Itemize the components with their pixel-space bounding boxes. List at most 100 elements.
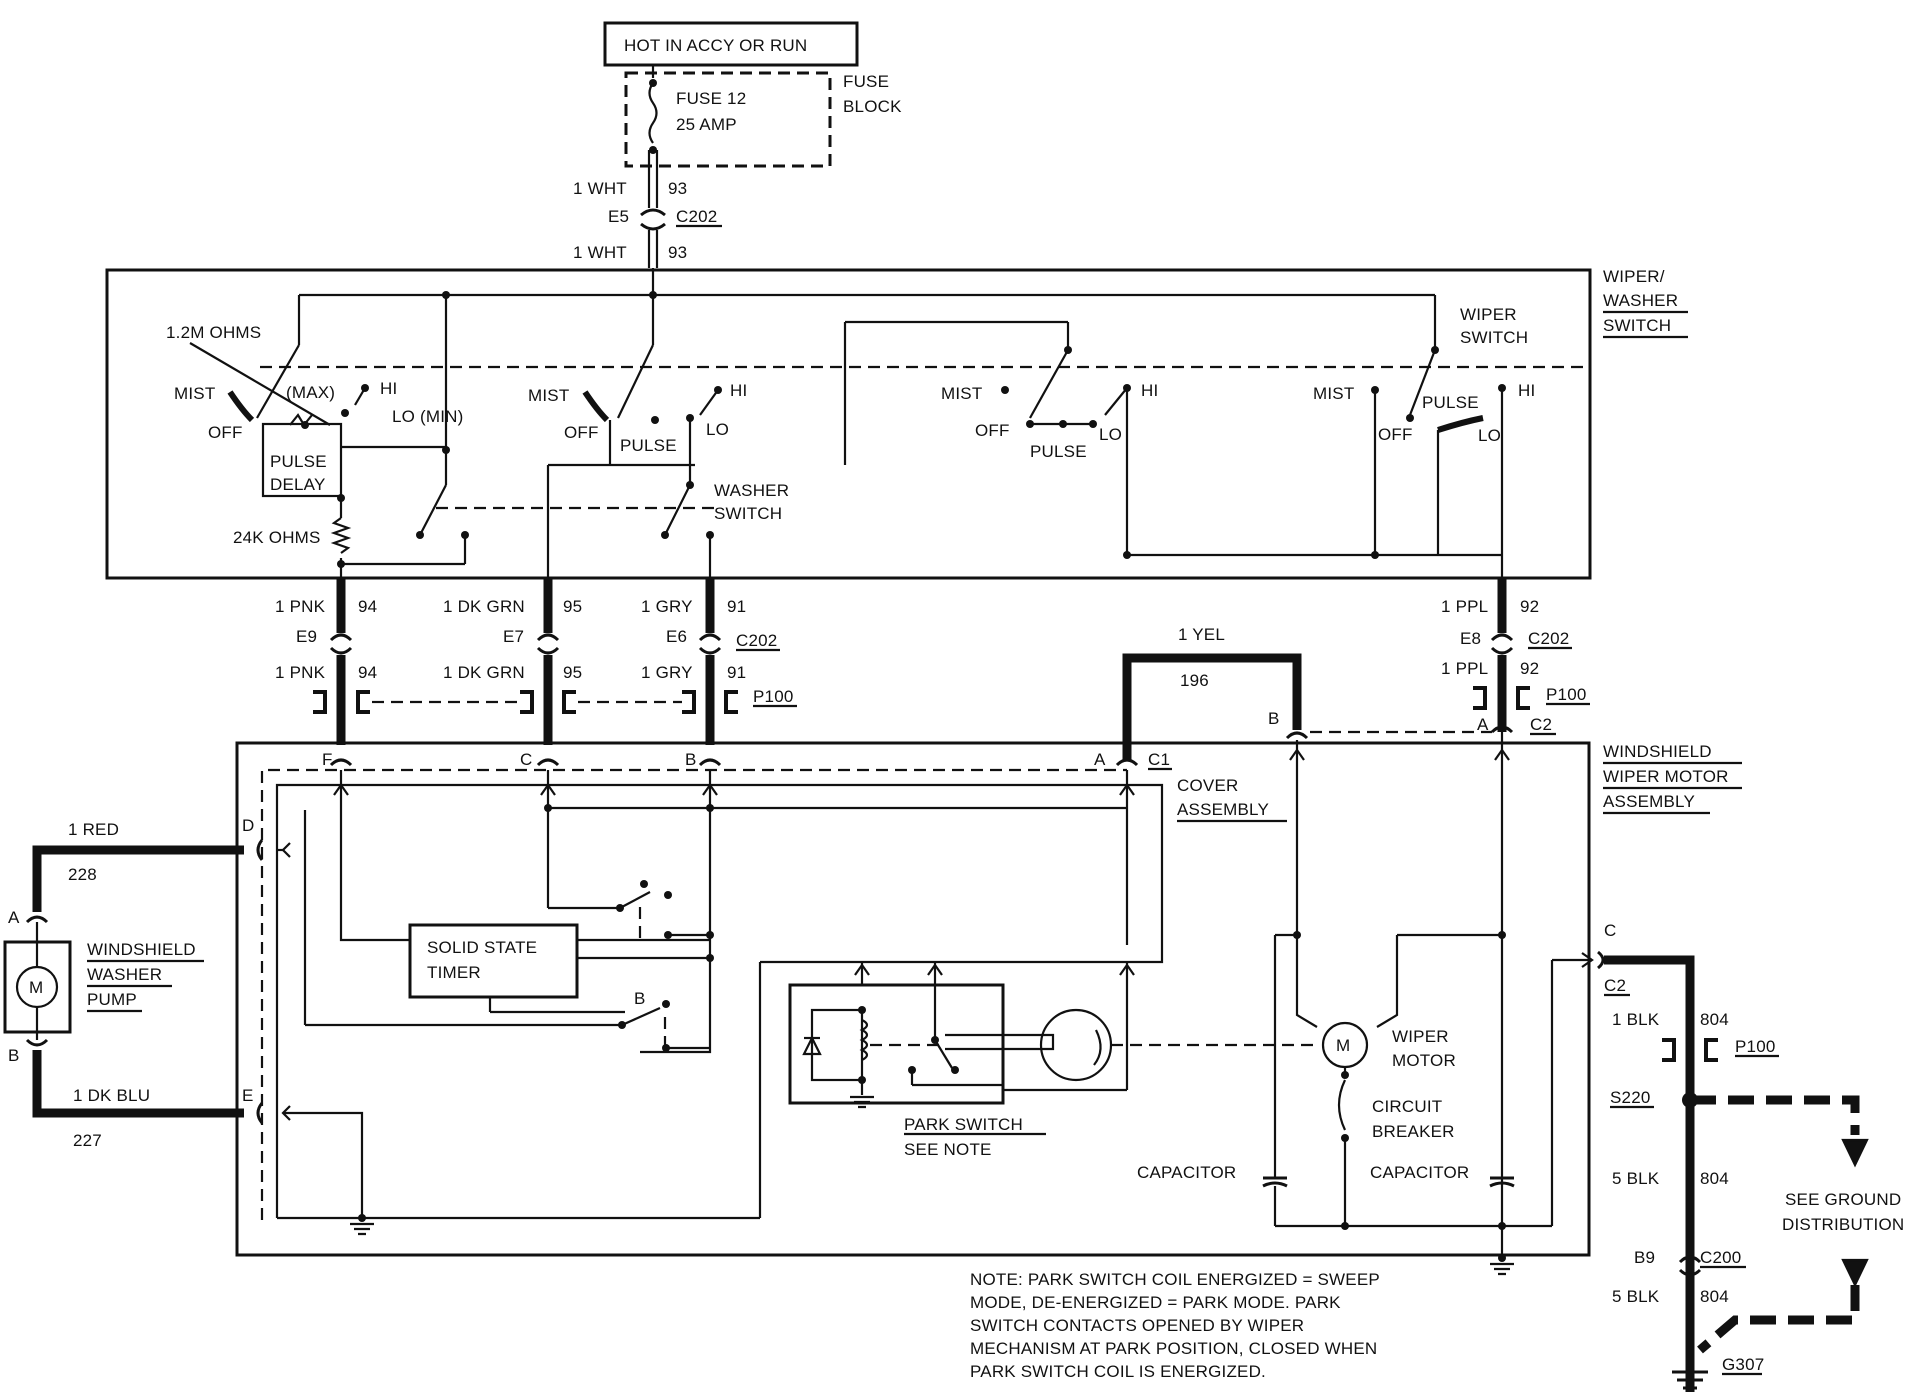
ground-s220: S220 — [1610, 1088, 1651, 1107]
feed-wire-circuit-1: 93 — [668, 179, 687, 198]
pos3-mist: MIST — [941, 384, 982, 403]
fuse-label-2: 25 AMP — [676, 115, 737, 134]
park-switch-label-1: PARK SWITCH — [904, 1115, 1023, 1134]
pnk-color-b: 1 PNK — [275, 663, 326, 682]
note-line-1: NOTE: PARK SWITCH COIL ENERGIZED = SWEEP — [970, 1270, 1380, 1289]
switch-title-2: WASHER — [1603, 291, 1678, 310]
pnk-color-a: 1 PNK — [275, 597, 326, 616]
feed-wire-color-2: 1 WHT — [573, 243, 627, 262]
pin-d: D — [242, 816, 254, 835]
pin-e9: E9 — [296, 627, 317, 646]
wiper-motor-label-2: MOTOR — [1392, 1051, 1456, 1070]
pos2-off: OFF — [564, 423, 599, 442]
switch-blade-2-icon — [582, 390, 610, 423]
see-ground-1: SEE GROUND — [1785, 1190, 1901, 1209]
pos3-off: OFF — [975, 421, 1010, 440]
ground-c2: C2 — [1604, 976, 1626, 995]
note-line-5: PARK SWITCH COIL IS ENERGIZED. — [970, 1362, 1266, 1381]
ground-b9: B9 — [1634, 1248, 1655, 1267]
diode-icon — [802, 1035, 822, 1056]
feed-wire-circuit-2: 93 — [668, 243, 687, 262]
feed-wire-color-1: 1 WHT — [573, 179, 627, 198]
hot-label: HOT IN ACCY OR RUN — [624, 36, 807, 55]
ground-circuit-3: 804 — [1700, 1287, 1729, 1306]
connector-c202-b: C202 — [1528, 629, 1569, 648]
connector-p100-a: P100 — [753, 687, 794, 706]
pin-e7: E7 — [503, 627, 524, 646]
resistor-24k-icon — [330, 517, 352, 554]
pos1-max: (MAX) — [286, 383, 335, 402]
ground-c200: C200 — [1700, 1248, 1741, 1267]
breaker-label-2: BREAKER — [1372, 1122, 1455, 1141]
capacitor-label-2: CAPACITOR — [1370, 1163, 1469, 1182]
pos4-mist: MIST — [1313, 384, 1354, 403]
note: NOTE: PARK SWITCH COIL ENERGIZED = SWEEP… — [970, 1270, 1380, 1381]
park-coil-icon — [859, 1019, 869, 1061]
wiper-washer-switch: WIPER/ WASHER SWITCH MIST OFF (MAX) HI L… — [105, 267, 1688, 580]
pump-title-1: WINDSHIELD — [87, 940, 196, 959]
timer-label-2: TIMER — [427, 963, 481, 982]
fuse-label-1: FUSE 12 — [676, 89, 746, 108]
fuse-block: FUSE 12 25 AMP FUSE BLOCK — [624, 71, 902, 168]
fuse-icon — [648, 82, 658, 144]
pos1-off: OFF — [208, 423, 243, 442]
pin-e: E — [242, 1086, 254, 1105]
pulse-delay-label-2: DELAY — [270, 475, 326, 494]
ground-wire-3: 5 BLK — [1612, 1287, 1660, 1306]
ground-icon-g307 — [1672, 1370, 1708, 1390]
note-line-2: MODE, DE-ENERGIZED = PARK MODE. PARK — [970, 1293, 1341, 1312]
pos1-hi: HI — [380, 379, 397, 398]
feed-wire-93: 1 WHT 93 E5 C202 1 WHT 93 — [573, 150, 722, 268]
ground-g307: G307 — [1722, 1355, 1764, 1374]
pin-f: F — [322, 750, 333, 769]
hot-label-box: HOT IN ACCY OR RUN — [603, 21, 859, 67]
circuit-breaker-icon — [1337, 1079, 1346, 1131]
pin-a2: A — [1477, 715, 1489, 734]
ground-icon-motor — [1490, 1262, 1514, 1276]
gry-color-b: 1 GRY — [641, 663, 693, 682]
yel-color: 1 YEL — [1178, 625, 1225, 644]
capacitor-2-icon — [1489, 1181, 1515, 1188]
ground-circuit: C C2 1 BLK 804 P100 S220 5 BLK 804 SEE G… — [1597, 921, 1904, 1392]
pump-pin-b: B — [8, 1046, 20, 1065]
pnk-circuit-a: 94 — [358, 597, 377, 616]
wiper-motor-assembly: WINDSHIELD WIPER MOTOR ASSEMBLY F C B A … — [235, 709, 1742, 1276]
note-line-4: MECHANISM AT PARK POSITION, CLOSED WHEN — [970, 1339, 1377, 1358]
ppl-circuit-b: 92 — [1520, 659, 1539, 678]
ground-pin-c: C — [1604, 921, 1616, 940]
switch-title-3: SWITCH — [1603, 316, 1671, 335]
gry-color-a: 1 GRY — [641, 597, 693, 616]
pos1-mist: MIST — [174, 384, 215, 403]
pos4-hi: HI — [1518, 381, 1535, 400]
pos2-hi: HI — [730, 381, 747, 400]
connector-c1: C1 — [1148, 750, 1170, 769]
ground-wire-1: 1 BLK — [1612, 1010, 1660, 1029]
ppl-circuit-a: 92 — [1520, 597, 1539, 616]
ground-p100: P100 — [1735, 1037, 1776, 1056]
capacitor-label-1: CAPACITOR — [1137, 1163, 1236, 1182]
connector-p100-b: P100 — [1546, 685, 1587, 704]
cover-label-1: COVER — [1177, 776, 1238, 795]
feed-connector: C202 — [676, 207, 717, 226]
pulse-delay-label-1: PULSE — [270, 452, 327, 471]
cover-label-2: ASSEMBLY — [1177, 800, 1269, 819]
washer-pump: 1 RED 228 1 DK BLU 227 A B M WINDSHIELD … — [3, 820, 244, 1150]
grn-color-b: 1 DK GRN — [443, 663, 525, 682]
connector-c2: C2 — [1530, 715, 1552, 734]
pos2-mist: MIST — [528, 386, 569, 405]
connector-c202-a: C202 — [736, 631, 777, 650]
timer-label-1: SOLID STATE — [427, 938, 537, 957]
washer-switch-label-2: SWITCH — [714, 504, 782, 523]
pos4-pulse: PULSE — [1422, 393, 1479, 412]
pnk-circuit-b: 94 — [358, 663, 377, 682]
pin-c: C — [520, 750, 532, 769]
pump-wire-dkblu: 1 DK BLU — [73, 1086, 150, 1105]
pump-m: M — [29, 978, 43, 997]
grn-circuit-b: 95 — [563, 663, 582, 682]
switch-blade-4-icon — [1437, 415, 1484, 433]
feed-pin: E5 — [608, 207, 629, 226]
ground-circuit-1: 804 — [1700, 1010, 1729, 1029]
timer-b-label: B — [634, 989, 646, 1008]
note-line-3: SWITCH CONTACTS OPENED BY WIPER — [970, 1316, 1304, 1335]
